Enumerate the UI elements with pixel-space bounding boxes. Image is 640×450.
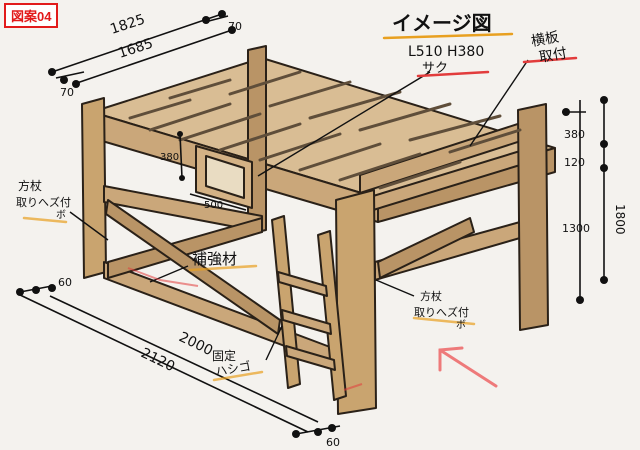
ladder-label-line1: 固定	[212, 348, 236, 363]
left-joint-line1: 方杖	[18, 178, 42, 193]
left-joint-line2: 取りへズ付	[16, 195, 71, 209]
dim-bottom-small-left: 60	[58, 276, 72, 289]
brace-label: 補強材	[192, 250, 237, 268]
dim-height-c: 1300	[562, 222, 590, 235]
deck-slats	[128, 70, 522, 190]
underlines	[22, 32, 578, 382]
right-brace	[377, 217, 475, 279]
dim-top-outer: 1825	[108, 12, 147, 38]
dimension-dots	[16, 10, 608, 438]
bed-frame	[81, 45, 556, 415]
pointer-arrow	[438, 346, 498, 388]
left-joint-line3: ボ	[56, 209, 66, 221]
guard-spec-line2: サク	[422, 61, 448, 76]
dim-height-b: 120	[564, 156, 585, 169]
dim-height-total: 1800	[613, 204, 627, 235]
dim-bottom-inner: 2000	[176, 329, 215, 359]
right-joint-line1: 方杖	[420, 289, 442, 303]
ladder-rail-left	[271, 215, 301, 389]
post-back-right	[517, 103, 549, 331]
guard-spec-line1: L510 H380	[408, 44, 484, 60]
guard-inner	[205, 155, 245, 199]
rail-label-line1: 横板	[530, 29, 560, 50]
right-joint-line2: 取りへズ付	[414, 305, 469, 319]
rail-label-line2: 取付	[538, 45, 568, 66]
ladder-rung-2	[281, 309, 332, 335]
ladder-label-line2: ハシゴ	[214, 358, 252, 379]
ladder-rung-3	[285, 345, 336, 371]
right-joint-line3: ボ	[456, 319, 466, 331]
red-marks	[127, 267, 363, 391]
figure-badge: 図案04	[4, 3, 59, 28]
diagram-title: イメージ図	[392, 11, 492, 35]
dim-top-small-right: 70	[228, 20, 242, 33]
dim-bottom-small-right: 60	[326, 436, 340, 449]
cross-brace-a	[107, 217, 263, 279]
dim-top-small-left: 70	[60, 86, 74, 99]
dim-guard-height: 380	[160, 152, 179, 163]
ladder-rung-1	[277, 271, 328, 297]
dim-bottom-outer: 2120	[138, 345, 177, 375]
post-front-left	[81, 97, 107, 279]
dim-height-a: 380	[564, 128, 585, 141]
dim-guard-width: 500	[204, 200, 223, 211]
ladder-rail-right	[317, 230, 347, 401]
